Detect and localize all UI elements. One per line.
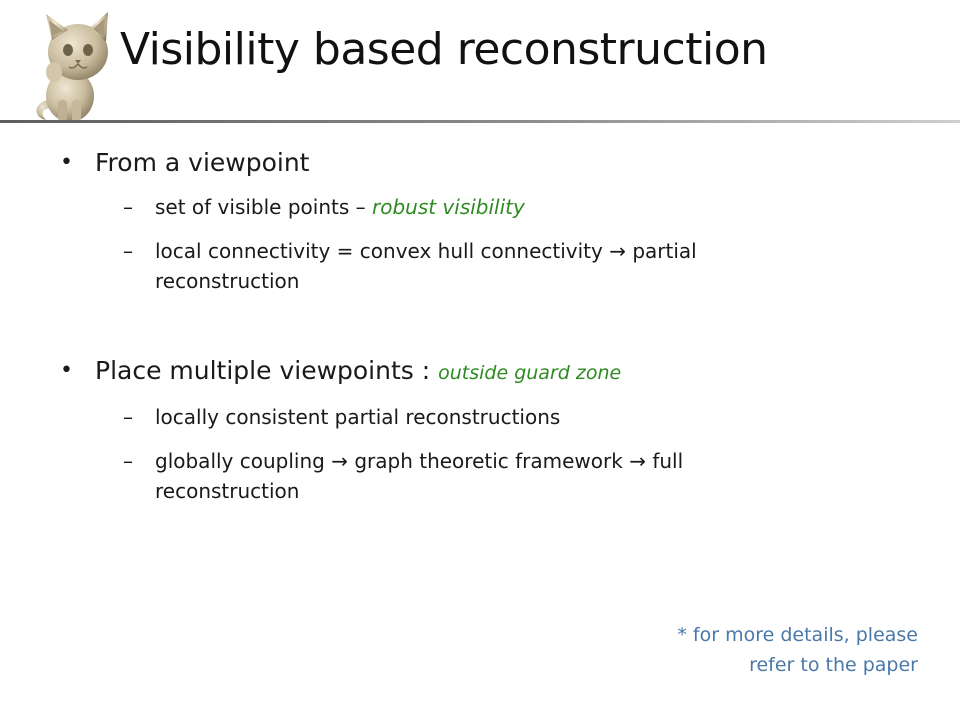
dash-glyph: – xyxy=(123,449,133,473)
sub-bullet-text-line2: reconstruction xyxy=(155,479,300,503)
sub-bullet-locally-consistent: – locally consistent partial reconstruct… xyxy=(123,402,930,432)
sub-bullet-text-line2: reconstruction xyxy=(155,269,300,293)
dash-glyph: – xyxy=(123,405,133,429)
sub-bullet-local-connectivity: – local connectivity = convex hull conne… xyxy=(123,236,930,296)
sub-bullet-part2: graph theoretic framework xyxy=(354,449,623,473)
arrow-right-icon: → xyxy=(609,239,626,263)
arrow-right-icon: → xyxy=(331,449,348,473)
sub-bullet-part1: globally coupling xyxy=(155,449,325,473)
footnote: * for more details, please refer to the … xyxy=(598,620,918,680)
sub-bullet-visible-points: – set of visible points – robust visibil… xyxy=(123,192,930,222)
sub-bullet-text: set of visible points – xyxy=(155,195,372,219)
footnote-line2: refer to the paper xyxy=(749,654,918,676)
slide-title: Visibility based reconstruction xyxy=(120,24,768,75)
sub-bullet-globally-coupling: – globally coupling → graph theoretic fr… xyxy=(123,446,930,506)
bullet-glyph: • xyxy=(60,150,73,175)
outside-guard-zone-emphasis: outside guard zone xyxy=(438,362,622,384)
bullet-from-viewpoint: • From a viewpoint xyxy=(60,146,930,180)
bullet-glyph: • xyxy=(60,358,73,383)
kitten-figurine-icon xyxy=(36,12,108,122)
robust-visibility-emphasis: robust visibility xyxy=(371,195,525,219)
sub-bullet-text: locally consistent partial reconstructio… xyxy=(155,405,561,429)
bullet-text: Place multiple viewpoints : xyxy=(95,356,439,385)
footnote-line1: * for more details, please xyxy=(677,624,918,646)
slide-content: • From a viewpoint – set of visible poin… xyxy=(60,146,930,506)
dash-glyph: – xyxy=(123,195,133,219)
sub-bullet-text: local connectivity = convex hull connect… xyxy=(155,239,603,263)
dash-glyph: – xyxy=(123,239,133,263)
sub-bullet-part3: full xyxy=(652,449,684,473)
sub-bullet-text-end: partial xyxy=(632,239,697,263)
bullet-text: From a viewpoint xyxy=(95,148,310,177)
bullet-multiple-viewpoints: • Place multiple viewpoints : outside gu… xyxy=(60,354,930,390)
arrow-right-icon: → xyxy=(629,449,646,473)
title-divider xyxy=(0,120,960,123)
